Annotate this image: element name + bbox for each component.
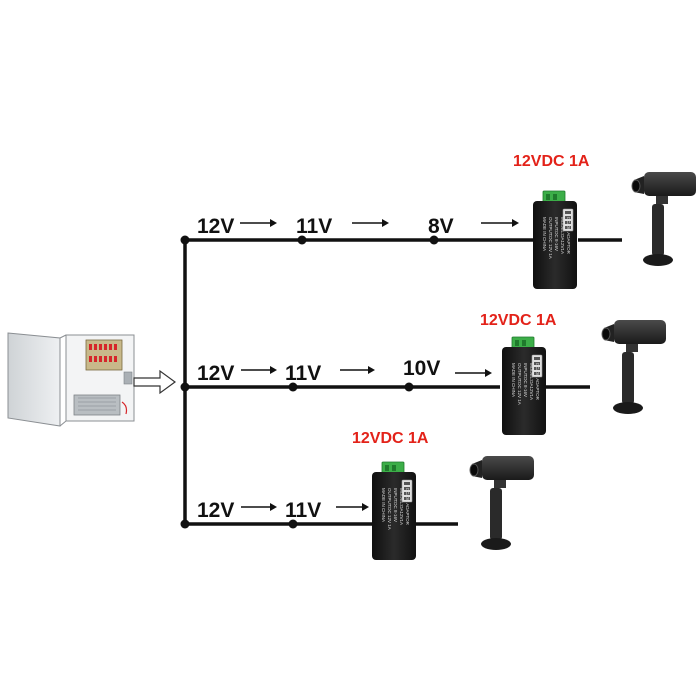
voltage-label: 8V [428, 215, 454, 238]
junction-dot [180, 382, 190, 392]
voltage-label: 12V [197, 499, 234, 522]
flow-arrow-icon [336, 503, 369, 511]
converter-spec-label: 12VDC 1A [352, 430, 429, 447]
converter-model: MODEL:DA12V1A [529, 363, 534, 400]
flow-arrow-icon [241, 366, 277, 374]
junction-dot [180, 235, 190, 245]
voltage-label: 12V [197, 215, 234, 238]
junction-dot [429, 235, 439, 245]
voltage-label: 11V [296, 215, 332, 238]
ip-camera-icon [469, 456, 534, 550]
voltage-label: 11V [285, 499, 321, 522]
ip-camera-icon [631, 172, 696, 266]
converter-input: INPUT:DC 8-16V [554, 217, 559, 251]
converter-model: MODEL:DA12V1A [560, 217, 565, 254]
flow-arrow-icon [455, 369, 492, 377]
converter-input: INPUT:DC 8-16V [523, 363, 528, 397]
converter-spec-label: 12VDC 1A [513, 153, 590, 170]
junction-dot [288, 519, 298, 529]
converter-input: INPUT:DC 8-16V [393, 488, 398, 522]
ip-camera-icon [601, 320, 666, 414]
converter-origin: MADE IN CHINA [542, 217, 547, 251]
voltage-label: 11V [285, 362, 321, 385]
converter-origin: MADE IN CHINA [381, 488, 386, 522]
branch-2: 12V 11V 10V 12VDC 1A DC/DC ADAPTOR MODEL… [180, 312, 666, 435]
power-supply-box-icon [7, 332, 135, 427]
voltage-label: 12V [197, 362, 234, 385]
converter-model: MODEL:DA12V1A [399, 488, 404, 525]
flow-arrow-icon [240, 219, 277, 227]
flow-arrow-icon [340, 366, 375, 374]
converter-spec-label: 12VDC 1A [480, 312, 557, 329]
dc-dc-converter-icon: DC/DC ADAPTOR MODEL:DA12V1A INPUT:DC 8-1… [533, 190, 577, 289]
flow-arrow-icon [481, 219, 519, 227]
converter-output: OUTPUT:DC 12V 1A [517, 363, 522, 405]
branch-1: 12V 11V 8V 12VDC 1A DC/DC ADAPTOR MODEL:… [180, 153, 696, 289]
converter-title: DC/DC ADAPTOR [566, 217, 571, 255]
converter-output: OUTPUT:DC 12V 1A [548, 217, 553, 259]
junction-dot [297, 235, 307, 245]
voltage-label: 10V [403, 357, 440, 380]
branch-3: 12V 11V 12VDC 1A DC/DC ADAPTOR MODEL:DA1… [180, 430, 534, 560]
junction-dot [404, 382, 414, 392]
junction-dot [180, 519, 190, 529]
converter-origin: MADE IN CHINA [511, 363, 516, 397]
hollow-arrow-icon [133, 369, 177, 395]
converter-title: DC/DC ADAPTOR [535, 363, 540, 401]
junction-dot [288, 382, 298, 392]
flow-arrow-icon [352, 219, 389, 227]
flow-arrow-icon [241, 503, 277, 511]
converter-title: DC/DC ADAPTOR [405, 488, 410, 526]
dc-dc-converter-icon: DC/DC ADAPTOR MODEL:DA12V1A INPUT:DC 8-1… [372, 461, 416, 560]
converter-output: OUTPUT:DC 12V 1A [387, 488, 392, 530]
dc-dc-converter-icon: DC/DC ADAPTOR MODEL:DA12V1A INPUT:DC 8-1… [502, 336, 546, 435]
